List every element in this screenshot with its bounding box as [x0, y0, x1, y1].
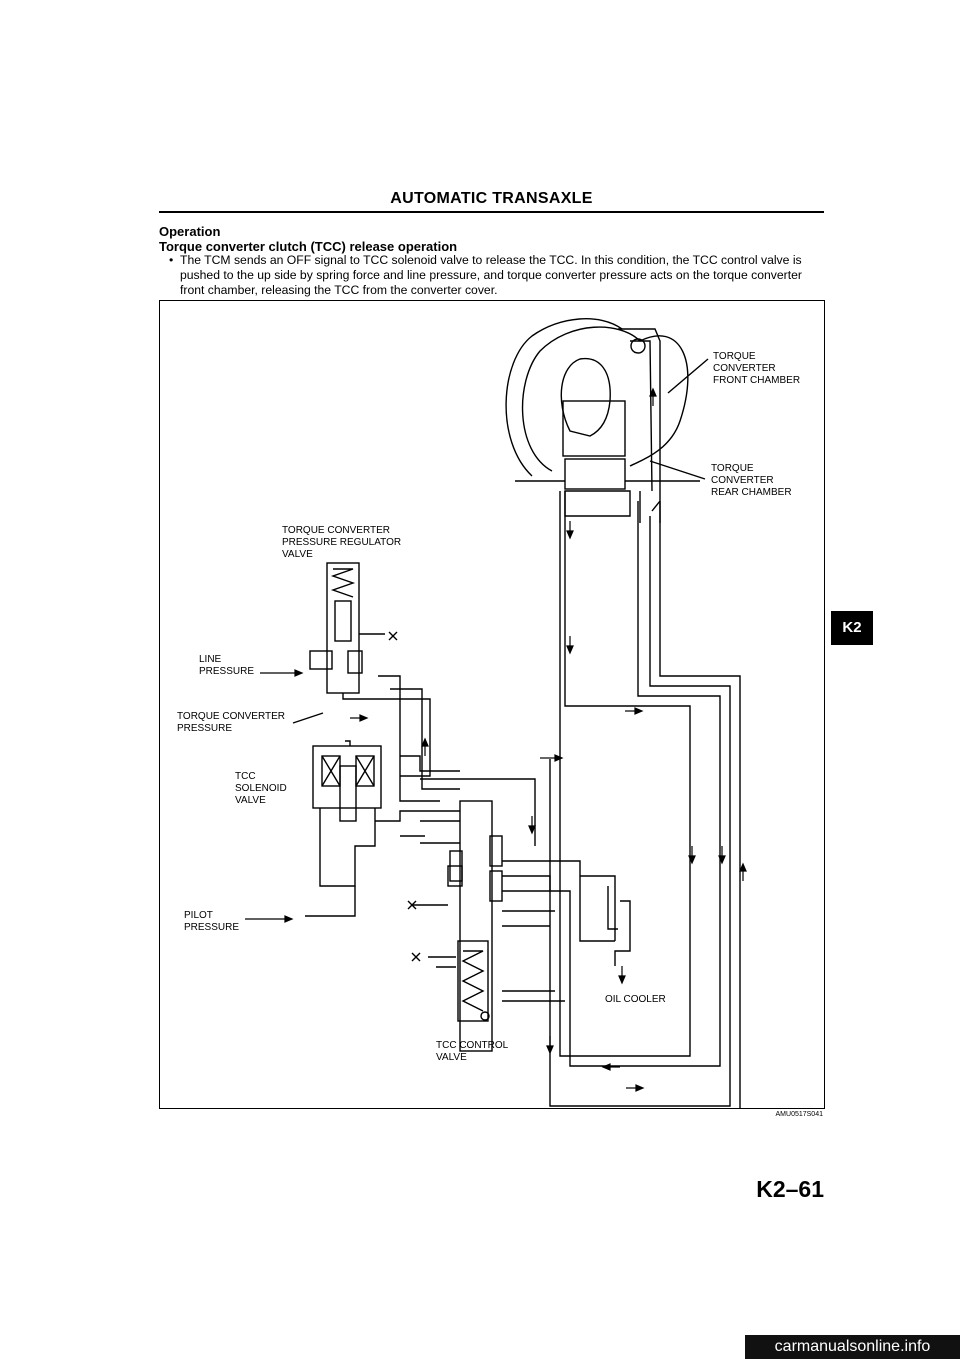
label-solenoid-valve: TCC SOLENOID VALVE [235, 771, 289, 806]
label-regulator-valve: TORQUE CONVERTER PRESSURE REGULATOR VALV… [282, 525, 404, 560]
bullet-marker: • [169, 253, 174, 267]
bullet-text: The TCM sends an OFF signal to TCC solen… [180, 253, 802, 297]
watermark: carmanualsonline.info [745, 1335, 960, 1359]
label-pilot-pressure: PILOT PRESSURE [184, 910, 239, 933]
section-tab: K2 [831, 611, 873, 645]
hydraulic-circuit-figure: TORQUE CONVERTER FRONT CHAMBER TORQUE CO… [159, 300, 825, 1116]
flow-arrows [245, 387, 747, 1092]
page-number: K2–61 [756, 1176, 824, 1202]
section-heading: Operation [159, 224, 221, 239]
label-rear-chamber: TORQUE CONVERTER REAR CHAMBER [711, 463, 792, 498]
label-oil-cooler: OIL COOLER [605, 994, 666, 1005]
header-divider [159, 211, 824, 213]
label-line-pressure: LINE PRESSURE [199, 654, 254, 677]
tcc-solenoid-valve [305, 740, 382, 917]
subsection-heading: Torque converter clutch (TCC) release op… [159, 239, 458, 254]
torque-converter-body [505, 318, 700, 523]
page-header-title: AUTOMATIC TRANSAXLE [390, 190, 593, 207]
label-front-chamber: TORQUE CONVERTER FRONT CHAMBER [713, 351, 800, 386]
hydraulic-circuit-diagram: TORQUE CONVERTER FRONT CHAMBER TORQUE CO… [177, 318, 800, 1116]
label-control-valve: TCC CONTROL VALVE [436, 1040, 511, 1063]
label-converter-pressure: TORQUE CONVERTER PRESSURE [177, 711, 288, 734]
figure-id: AMU0517S041 [775, 1111, 823, 1118]
pressure-regulator-valve [309, 562, 431, 777]
tcc-control-valve [420, 800, 503, 1052]
